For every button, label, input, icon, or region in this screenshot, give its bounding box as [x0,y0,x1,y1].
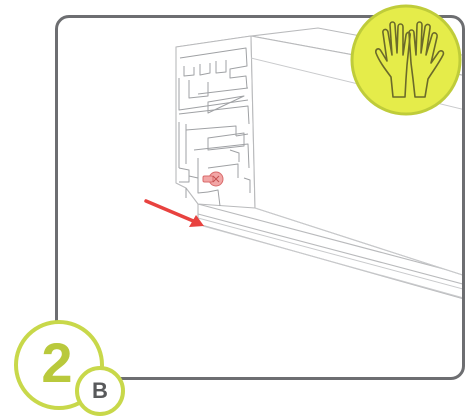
step-variant: B [92,378,108,403]
gloves-icon [350,4,462,116]
step-variant-badge: B [75,366,125,416]
arrow-icon [144,199,204,227]
screw-icon [202,171,224,187]
step-number-badge: 2 [14,320,104,410]
profile-cross-section [178,47,251,207]
step-number: 2 [41,331,73,394]
